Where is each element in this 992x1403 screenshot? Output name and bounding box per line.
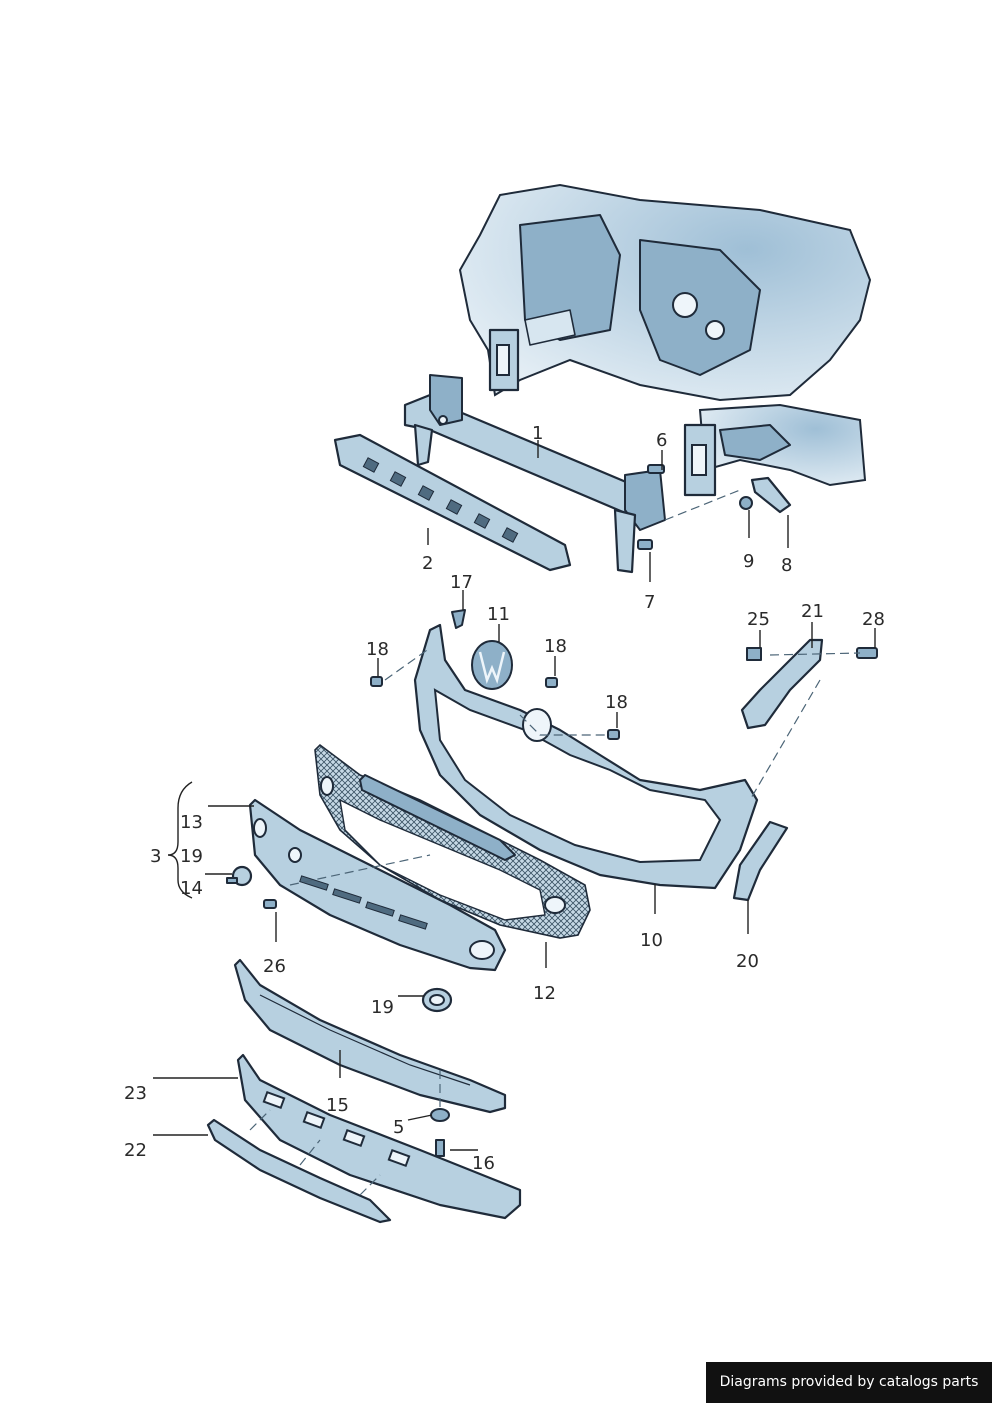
part-12-grille bbox=[314, 743, 591, 939]
part-6-screw bbox=[647, 464, 665, 474]
callout-12: 12 bbox=[533, 983, 556, 1004]
part-22-skid-plate bbox=[206, 1118, 392, 1224]
callout-10: 10 bbox=[640, 930, 663, 951]
callout-19a: 19 bbox=[180, 846, 203, 867]
callout-20: 20 bbox=[736, 951, 759, 972]
callout-3: 3 bbox=[150, 846, 161, 867]
callout-18b: 18 bbox=[544, 636, 567, 657]
small-fasteners-left bbox=[226, 865, 453, 1013]
callout-21: 21 bbox=[801, 601, 824, 622]
callout-11: 11 bbox=[487, 604, 510, 625]
part-8-bracket bbox=[750, 476, 792, 514]
part-26-screw bbox=[263, 899, 277, 909]
callout-15: 15 bbox=[326, 1095, 349, 1116]
callout-labels: 1 2 3 5 6 7 8 9 10 11 12 13 14 15 16 17 … bbox=[124, 423, 885, 1174]
assembly-lines bbox=[249, 647, 861, 1196]
part-17-clip bbox=[451, 609, 466, 629]
part-21-bracket bbox=[740, 638, 824, 730]
callout-26: 26 bbox=[263, 956, 286, 977]
callout-1: 1 bbox=[532, 423, 543, 444]
callout-23: 23 bbox=[124, 1083, 147, 1104]
callout-13: 13 bbox=[180, 812, 203, 833]
part-10-bumper-cover bbox=[413, 623, 759, 890]
callout-28: 28 bbox=[862, 609, 885, 630]
leader-lines bbox=[153, 440, 876, 1151]
callout-5: 5 bbox=[393, 1117, 404, 1138]
part-18-screw-b bbox=[545, 677, 558, 688]
part-9-nut bbox=[739, 496, 753, 510]
part-5-nut bbox=[430, 1108, 450, 1122]
part-11-emblem bbox=[471, 640, 513, 690]
part-1-crossmember bbox=[403, 374, 666, 574]
part-16-bolt bbox=[435, 1139, 445, 1157]
callout-16: 16 bbox=[472, 1153, 495, 1174]
credit-banner: Diagrams provided by catalogs parts bbox=[706, 1362, 992, 1403]
callout-6: 6 bbox=[656, 430, 667, 451]
callout-22: 22 bbox=[124, 1140, 147, 1161]
side-bracket-group bbox=[740, 638, 878, 730]
small-fasteners-lower bbox=[430, 1108, 450, 1157]
callout-9: 9 bbox=[743, 551, 754, 572]
callout-25: 25 bbox=[747, 609, 770, 630]
callout-14: 14 bbox=[180, 878, 203, 899]
callout-17: 17 bbox=[450, 572, 473, 593]
part-25-clip bbox=[746, 647, 762, 661]
part-18-screw-a bbox=[370, 676, 383, 687]
part-13-lower-panel bbox=[248, 798, 507, 972]
part-2-energy-absorber bbox=[333, 433, 572, 572]
vehicle-body-structure bbox=[458, 183, 872, 497]
callout-2: 2 bbox=[422, 553, 433, 574]
callout-8: 8 bbox=[781, 555, 792, 576]
small-fasteners-upper bbox=[637, 464, 792, 550]
part-18-screw-c bbox=[607, 729, 620, 740]
part-7-screw bbox=[637, 539, 653, 550]
part-23-trim bbox=[236, 1053, 522, 1220]
clips bbox=[370, 609, 620, 740]
callout-19b: 19 bbox=[371, 997, 394, 1018]
callout-7: 7 bbox=[644, 592, 655, 613]
callout-18a: 18 bbox=[366, 639, 389, 660]
callout-18c: 18 bbox=[605, 692, 628, 713]
